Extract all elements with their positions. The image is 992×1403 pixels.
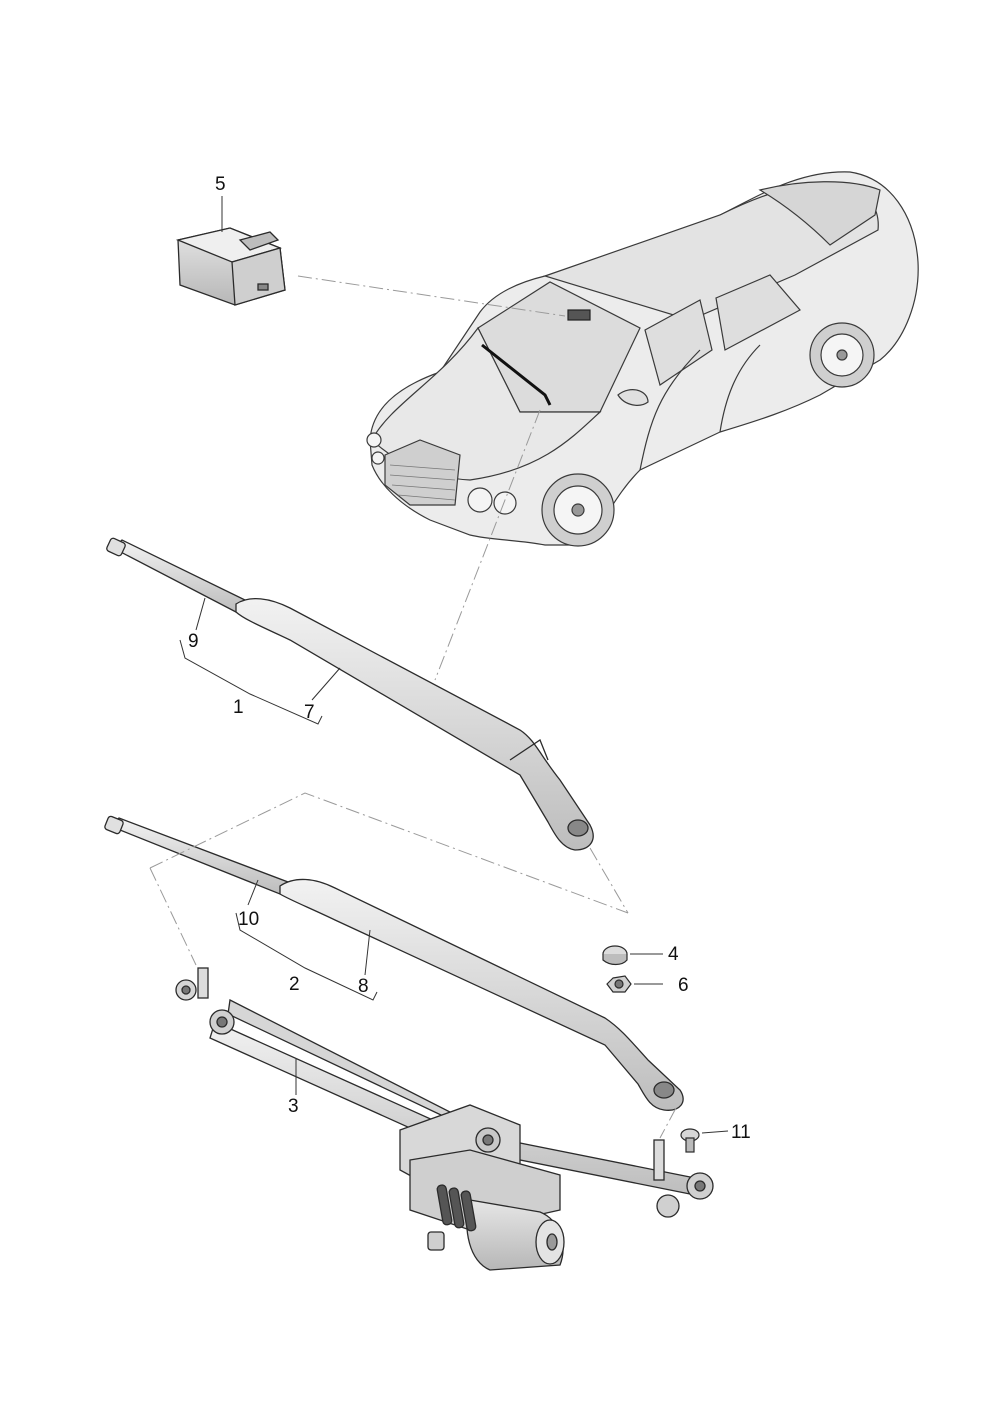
- callout-8: 8: [358, 976, 369, 997]
- callout-5: 5: [215, 174, 226, 195]
- assembly-dash-lines: [149, 275, 677, 1139]
- nut-part-6: [606, 975, 632, 993]
- bolt-part-11: [680, 1128, 700, 1153]
- callout-4: 4: [668, 944, 679, 965]
- sensor-part-5: [175, 227, 286, 306]
- wiper-linkage-motor: [175, 967, 714, 1271]
- cap-part-4: [602, 945, 628, 966]
- callout-3: 3: [288, 1096, 299, 1117]
- callout-1: 1: [233, 697, 244, 718]
- callout-labels: 5 9 1 7 10 4 6 2 8 3 11: [188, 174, 751, 1143]
- wiper-arm-upper: [106, 537, 594, 851]
- callout-6: 6: [678, 975, 689, 996]
- callout-9: 9: [188, 631, 199, 652]
- car-illustration: [366, 171, 919, 547]
- wiper-arm-lower: [104, 815, 684, 1111]
- callout-10: 10: [238, 909, 259, 930]
- leader-lines: [179, 196, 729, 1134]
- callout-11: 11: [731, 1122, 751, 1143]
- callout-7: 7: [304, 702, 315, 723]
- callout-2: 2: [289, 974, 300, 995]
